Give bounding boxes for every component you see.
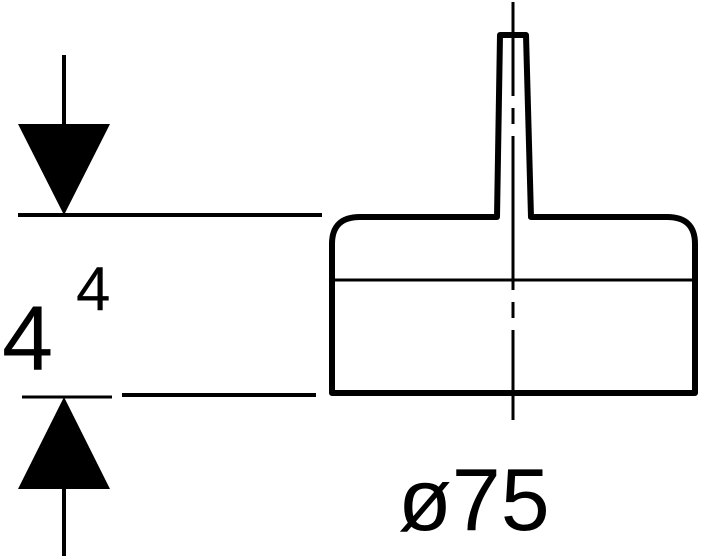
height-dimension-superscript: 4	[76, 255, 110, 324]
bottom-arrowhead	[18, 397, 110, 489]
top-arrowhead	[18, 124, 110, 215]
part-body-outline	[329, 32, 698, 396]
top-dimension-arrow	[18, 55, 110, 215]
height-dimension-value: 4	[2, 288, 53, 390]
bottom-dimension-arrow	[18, 397, 110, 556]
diameter-dimension-label: ø75	[398, 450, 550, 549]
